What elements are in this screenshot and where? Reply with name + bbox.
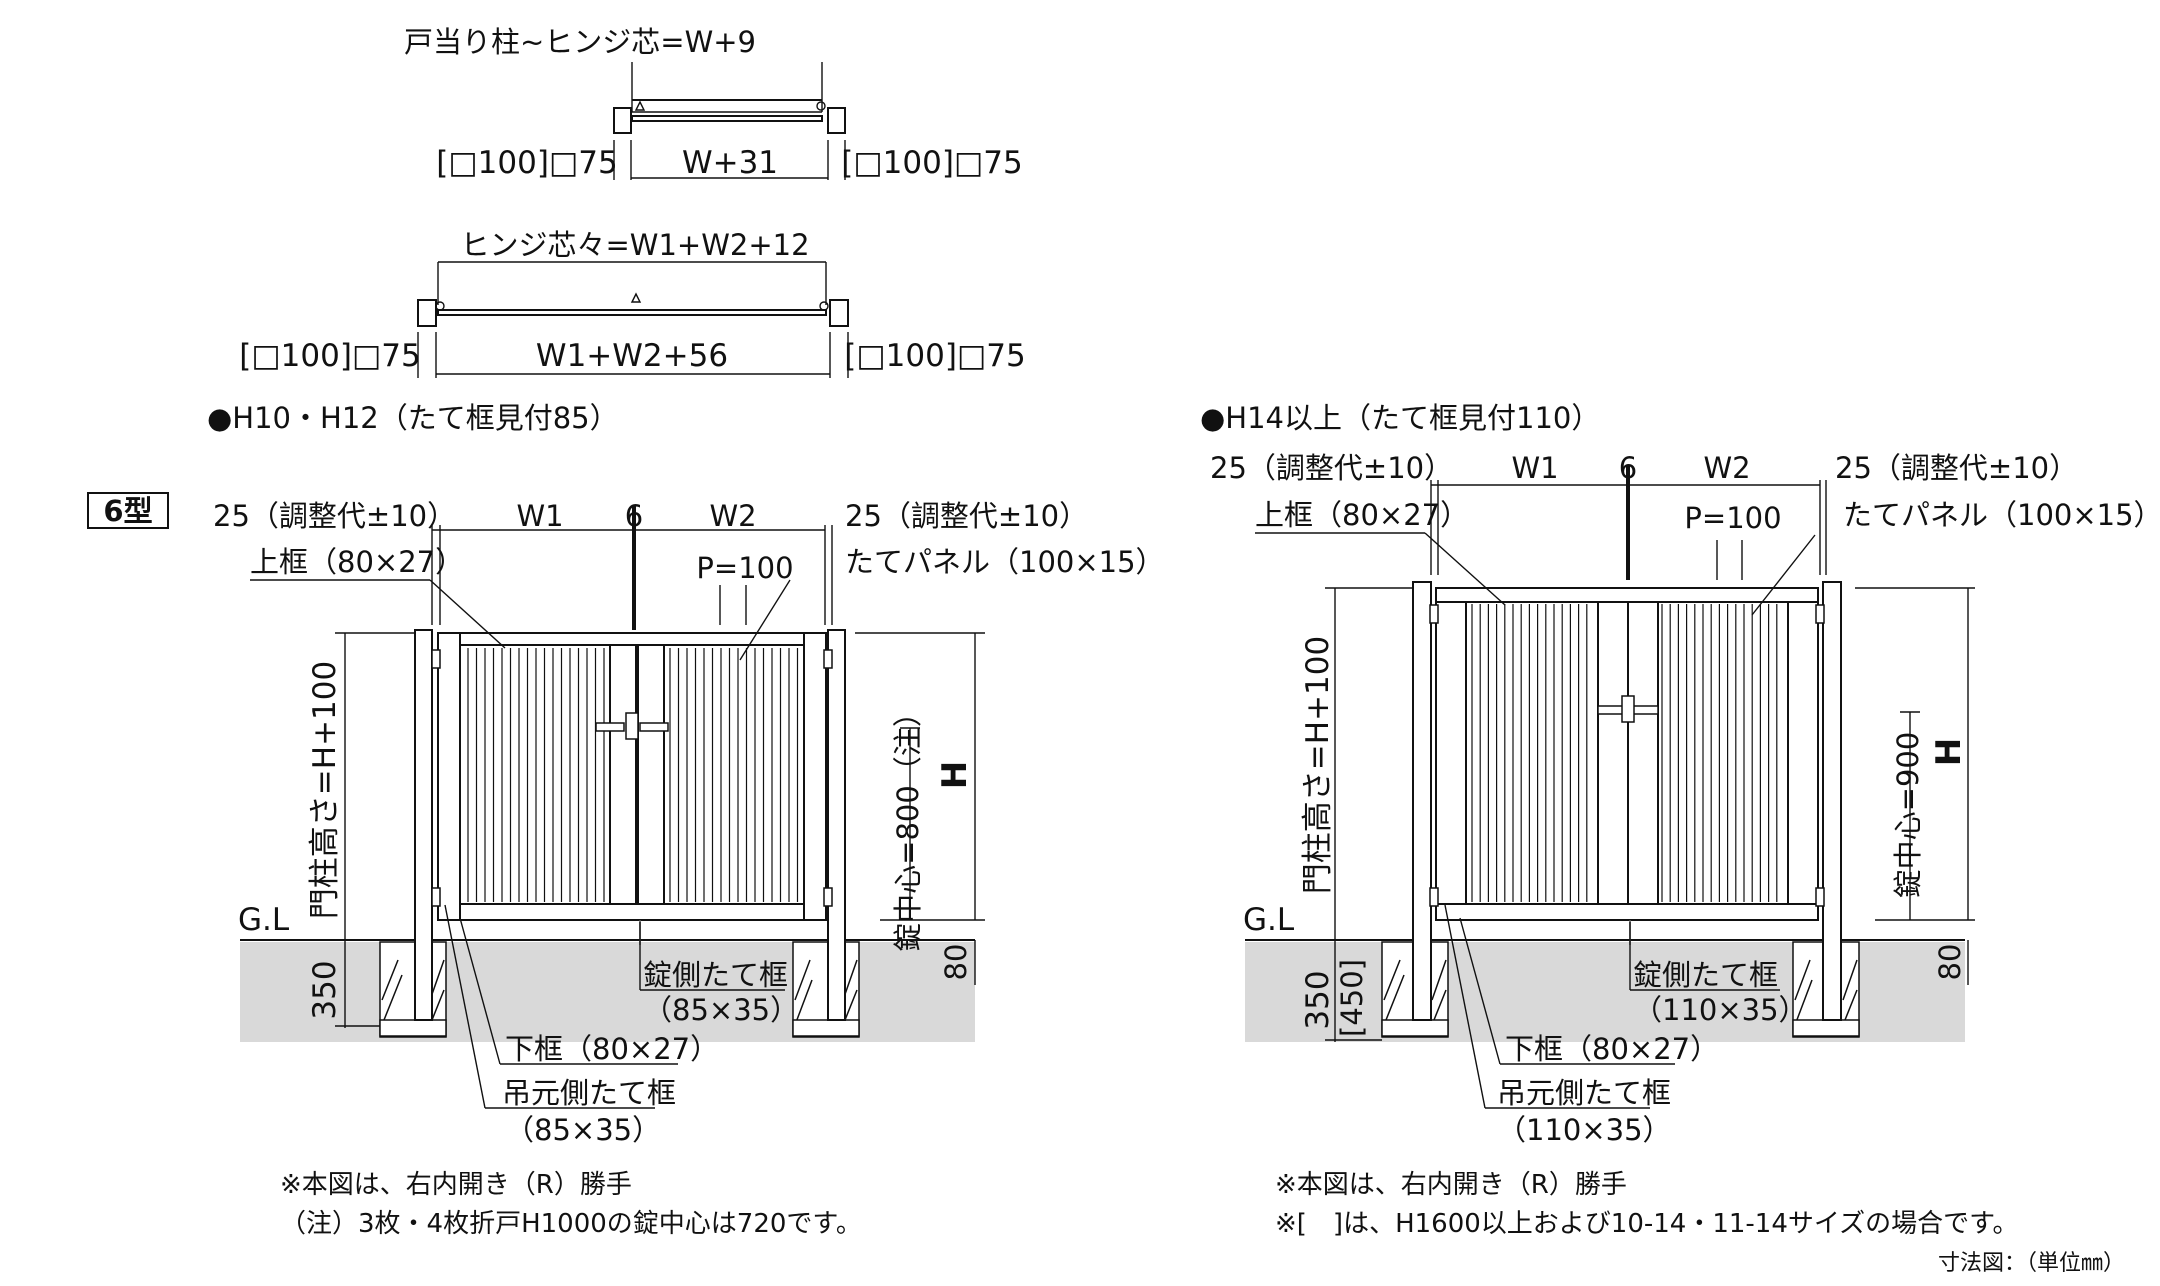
right-lock-stile-size: （110×35） xyxy=(1633,993,1808,1027)
left-gap: 6 xyxy=(625,499,643,533)
left-base: 80 xyxy=(939,944,973,981)
right-note1: ※本図は、右内開き（R）勝手 xyxy=(1275,1170,1627,1200)
right-adjust-right: 25（調整代±10） xyxy=(1835,451,2078,485)
left-lock-stile: 錠側たて框 xyxy=(643,958,788,992)
type-badge: 6型 xyxy=(87,492,169,529)
plan-single-center-label: W+31 xyxy=(682,145,778,181)
right-depth: 350 xyxy=(1300,970,1336,1029)
left-hinge-icon xyxy=(431,649,441,669)
right-post-right xyxy=(1822,581,1842,1021)
right-pitch: P=100 xyxy=(1684,501,1781,535)
plan-single: 戸当り柱~ヒンジ芯=W+9 [□100]□75 W+31 [□100]□75 xyxy=(404,25,1023,181)
right-leaf-1-slats xyxy=(1471,604,1588,902)
left-bottom-frame: 下框（80×27） xyxy=(505,1032,719,1066)
left-adjust-right: 25（調整代±10） xyxy=(845,499,1088,533)
right-w2: W2 xyxy=(1703,451,1750,485)
left-lock-stile-size: （85×35） xyxy=(643,993,799,1027)
left-hinge-stile-size: （85×35） xyxy=(505,1113,661,1147)
plan-single-left-post-label: [□100]□75 xyxy=(436,145,617,181)
plan-single-gate-leaf xyxy=(631,115,823,122)
plan-double-right-post xyxy=(829,299,849,327)
left-top-frame: 上框（80×27） xyxy=(250,545,464,579)
left-leaf-2 xyxy=(635,632,827,921)
right-post-height: 門柱高さ=H+100 xyxy=(1300,636,1336,894)
left-H: H xyxy=(935,761,975,789)
plan-double: ヒンジ芯々=W1+W2+12 [□100]□75 W1+W2+56 [□100]… xyxy=(239,228,1026,378)
plan-single-left-post xyxy=(613,107,632,134)
plan-double-hinge-icon xyxy=(630,292,642,303)
plan-double-gate-leaf xyxy=(437,309,827,316)
plan-single-hinge-icon xyxy=(634,100,646,111)
left-panel: たてパネル（100×15） xyxy=(845,545,1165,579)
left-handle-icon xyxy=(595,722,625,732)
plan-double-dim-top: ヒンジ芯々=W1+W2+12 xyxy=(460,228,809,262)
plan-single-right-post-label: [□100]□75 xyxy=(841,145,1022,181)
right-hinge-stile: 吊元側たて框 xyxy=(1497,1076,1671,1110)
left-leaf-2-slats xyxy=(669,648,799,902)
left-depth: 350 xyxy=(307,960,343,1019)
type-badge-label: 6型 xyxy=(103,494,152,528)
right-gap: 6 xyxy=(1619,451,1637,485)
left-ground xyxy=(240,942,975,1042)
right-top-frame: 上框（80×27） xyxy=(1255,498,1469,532)
right-lock-stile: 錠側たて框 xyxy=(1633,958,1778,992)
left-leaf-1 xyxy=(437,632,629,921)
left-pitch: P=100 xyxy=(696,551,793,585)
left-elevation: G.L xyxy=(213,499,1165,1239)
plan-double-center-label: W1+W2+56 xyxy=(536,338,728,374)
right-hinge-icon xyxy=(1429,604,1439,624)
plan-single-dim-top: 戸当り柱~ヒンジ芯=W+9 xyxy=(404,25,756,59)
footer-unit-note: 寸法図：（単位㎜） xyxy=(1938,1251,2125,1276)
left-lock-center: 錠中心=800（注） xyxy=(891,698,925,952)
right-post-left xyxy=(1412,581,1432,1021)
right-hinge-stile-size: （110×35） xyxy=(1497,1113,1672,1147)
plan-single-right-post xyxy=(827,107,846,134)
left-post-right xyxy=(827,629,846,1021)
right-heading: ●H14以上（たて框見付110） xyxy=(1200,401,1600,435)
right-panel: たてパネル（100×15） xyxy=(1843,498,2160,532)
right-base: 80 xyxy=(1933,944,1967,981)
left-leaf-1-slats xyxy=(467,648,605,902)
left-note2: （注）3枚・4枚折戸H1000の錠中心は720です。 xyxy=(280,1209,862,1239)
right-depth-alt: [450] xyxy=(1335,959,1369,1037)
right-elevation: G.L 25（調整代±1 xyxy=(1210,451,2160,1239)
left-note1: ※本図は、右内開き（R）勝手 xyxy=(280,1170,632,1200)
right-note2: ※[ ]は、H1600以上および10-14・11-14サイズの場合です。 xyxy=(1275,1209,2019,1239)
left-adjust-left: 25（調整代±10） xyxy=(213,499,456,533)
left-w2: W2 xyxy=(709,499,756,533)
right-gl: G.L xyxy=(1243,902,1295,938)
right-bottom-frame: 下框（80×27） xyxy=(1505,1032,1719,1066)
right-w1: W1 xyxy=(1511,451,1558,485)
left-heading: ●H10・H12（たて框見付85） xyxy=(207,401,619,435)
plan-double-right-post-label: [□100]□75 xyxy=(844,338,1025,374)
right-lock-center: 錠中心=900 xyxy=(1891,732,1925,899)
plan-double-left-post xyxy=(417,299,437,327)
right-H: H xyxy=(1929,738,1969,766)
left-post-height: 門柱高さ=H+100 xyxy=(307,661,343,919)
left-hinge-stile: 吊元側たて框 xyxy=(502,1076,676,1110)
left-gl: G.L xyxy=(238,902,290,938)
left-post-left xyxy=(414,629,433,1021)
right-leaf-2-slats xyxy=(1661,604,1778,902)
right-adjust-left: 25（調整代±10） xyxy=(1210,451,1453,485)
left-w1: W1 xyxy=(516,499,563,533)
plan-double-left-post-label: [□100]□75 xyxy=(239,338,420,374)
